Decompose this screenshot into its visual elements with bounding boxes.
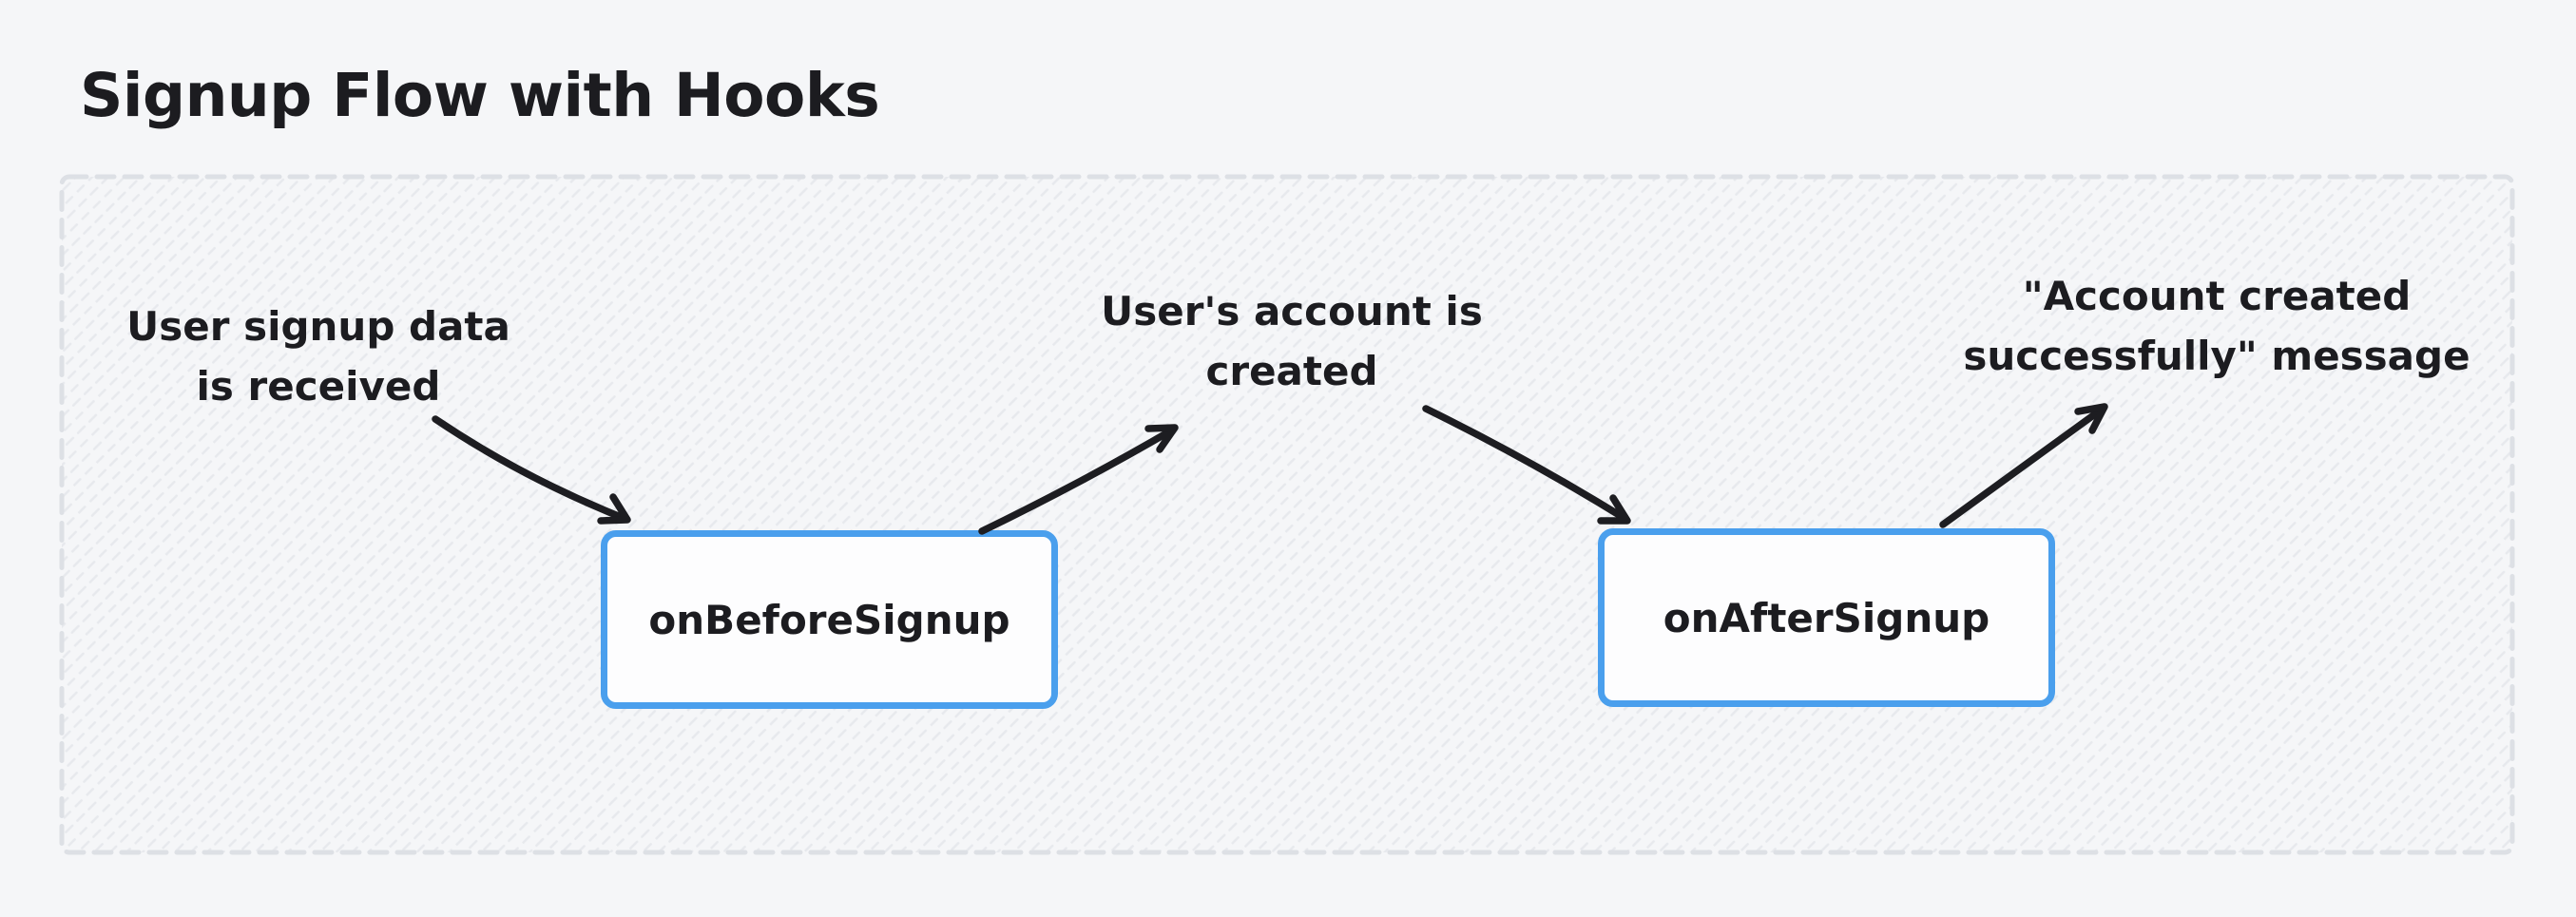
- node-onaftersignup-label: onAfterSignup: [1663, 594, 1990, 641]
- annotation-account-created: User's account is created: [1101, 288, 1483, 394]
- node-onbeforesignup-label: onBeforeSignup: [648, 596, 1010, 643]
- node-onaftersignup[interactable]: onAfterSignup: [1598, 528, 2055, 707]
- annotation-success-message: "Account created successfully" message: [1963, 273, 2470, 379]
- annotation-user-signup-data: User signup data is received: [126, 303, 510, 410]
- node-onbeforesignup[interactable]: onBeforeSignup: [601, 530, 1058, 709]
- diagram-title: Signup Flow with Hooks: [80, 61, 880, 130]
